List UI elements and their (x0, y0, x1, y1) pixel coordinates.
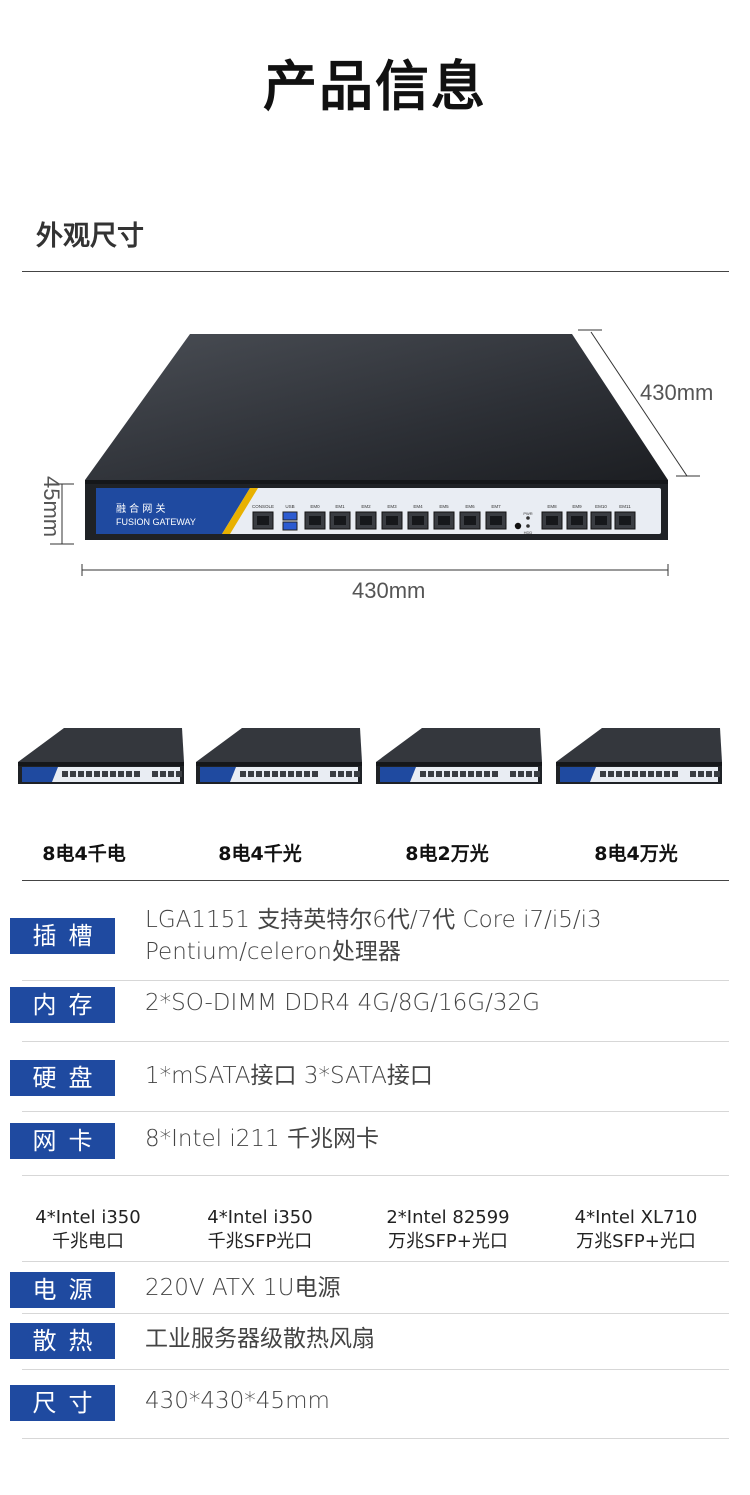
port: EM11 (614, 504, 636, 530)
port-label: EM3 (387, 504, 397, 509)
variant-thumbnail (196, 728, 362, 784)
section-divider (22, 271, 729, 272)
spec-value: 2*SO-DIMM DDR4 4G/8G/16G/32G (145, 990, 540, 1016)
port-label: EM11 (619, 504, 631, 509)
port-label: EM7 (491, 504, 501, 509)
spec-value: 430*430*45mm (145, 1388, 330, 1414)
row-divider (22, 1313, 729, 1314)
spec-value: 1*mSATA接口 3*SATA接口 (145, 1063, 433, 1089)
variant-label: 8电4千电 (42, 843, 126, 865)
section-title-appearance: 外观尺寸 (36, 221, 144, 252)
port: EM3 (381, 504, 403, 530)
row-divider (22, 980, 729, 981)
spec-label: 内存 (10, 987, 115, 1023)
row-divider (22, 1175, 729, 1176)
device-illustration: 融 合 网 关 FUSION GATEWAY CONSOLE USB EM0 EM1 E… (50, 329, 700, 576)
port-label: EM6 (465, 504, 475, 509)
port-label: EM9 (572, 504, 582, 509)
port: EM8 (541, 504, 563, 530)
port-label: EM5 (439, 504, 449, 509)
spec-value: LGA1151 支持英特尔6代/7代 Core i7/i5/i3 Pentium… (145, 907, 602, 965)
status-leds: PWR HDD (514, 511, 533, 535)
port: EM2 (355, 504, 377, 530)
spec-label: 插槽 (10, 918, 115, 954)
variant-label: 8电4万光 (594, 843, 678, 865)
page-title: 产品信息 (263, 55, 487, 118)
port: EM0 (304, 504, 326, 530)
spec-label: 电源 (10, 1272, 115, 1308)
port: EM10 (590, 504, 612, 530)
variant-label: 8电4千光 (218, 843, 302, 865)
port: EM6 (459, 504, 481, 530)
port: EM9 (566, 504, 588, 530)
variant-thumbnails (18, 728, 722, 784)
spec-label: 尺寸 (10, 1385, 115, 1421)
port-label: CONSOLE (252, 504, 274, 509)
variant-label: 8电2万光 (405, 843, 489, 865)
port-label: EM0 (310, 504, 320, 509)
device-brand-cn: 融 合 网 关 (116, 502, 166, 515)
port-label: EM8 (547, 504, 557, 509)
depth-dimension: 430mm (640, 380, 714, 405)
row-divider (22, 1438, 729, 1439)
port-label: EM2 (361, 504, 371, 509)
port-label: EM10 (595, 504, 607, 509)
width-dimension: 430mm (352, 578, 426, 603)
port-label: EM4 (413, 504, 423, 509)
port: USB (282, 504, 298, 531)
port-label: USB (285, 504, 294, 509)
spec-value: 工业服务器级散热风扇 (145, 1326, 375, 1352)
port: CONSOLE (252, 504, 274, 530)
port: EM1 (329, 504, 351, 530)
led-label: HDD (524, 530, 533, 535)
spec-label: 散热 (10, 1323, 115, 1359)
spec-value: 8*Intel i211 千兆网卡 (145, 1126, 379, 1152)
port: EM5 (433, 504, 455, 530)
row-divider (22, 1041, 729, 1042)
variant-thumbnail (376, 728, 542, 784)
port-label: EM1 (335, 504, 345, 509)
height-dimension: 45mm (39, 476, 64, 538)
row-divider (22, 1369, 729, 1370)
spec-label: 网卡 (10, 1123, 115, 1159)
row-divider (22, 1111, 729, 1112)
port: EM4 (407, 504, 429, 530)
variant-thumbnail (556, 728, 722, 784)
port-row: CONSOLE USB EM0 EM1 EM2 EM3 EM4 EM5 EM6 EM7 EM8 EM9… (252, 504, 636, 535)
spec-value: 220V ATX 1U电源 (145, 1275, 341, 1301)
row-divider (22, 1261, 729, 1262)
device-brand-en: FUSION GATEWAY (116, 517, 196, 527)
led-label: PWR (523, 511, 532, 516)
variant-thumbnail (18, 728, 184, 784)
variants-divider (22, 880, 729, 881)
port: EM7 (485, 504, 507, 530)
spec-label: 硬盘 (10, 1060, 115, 1096)
